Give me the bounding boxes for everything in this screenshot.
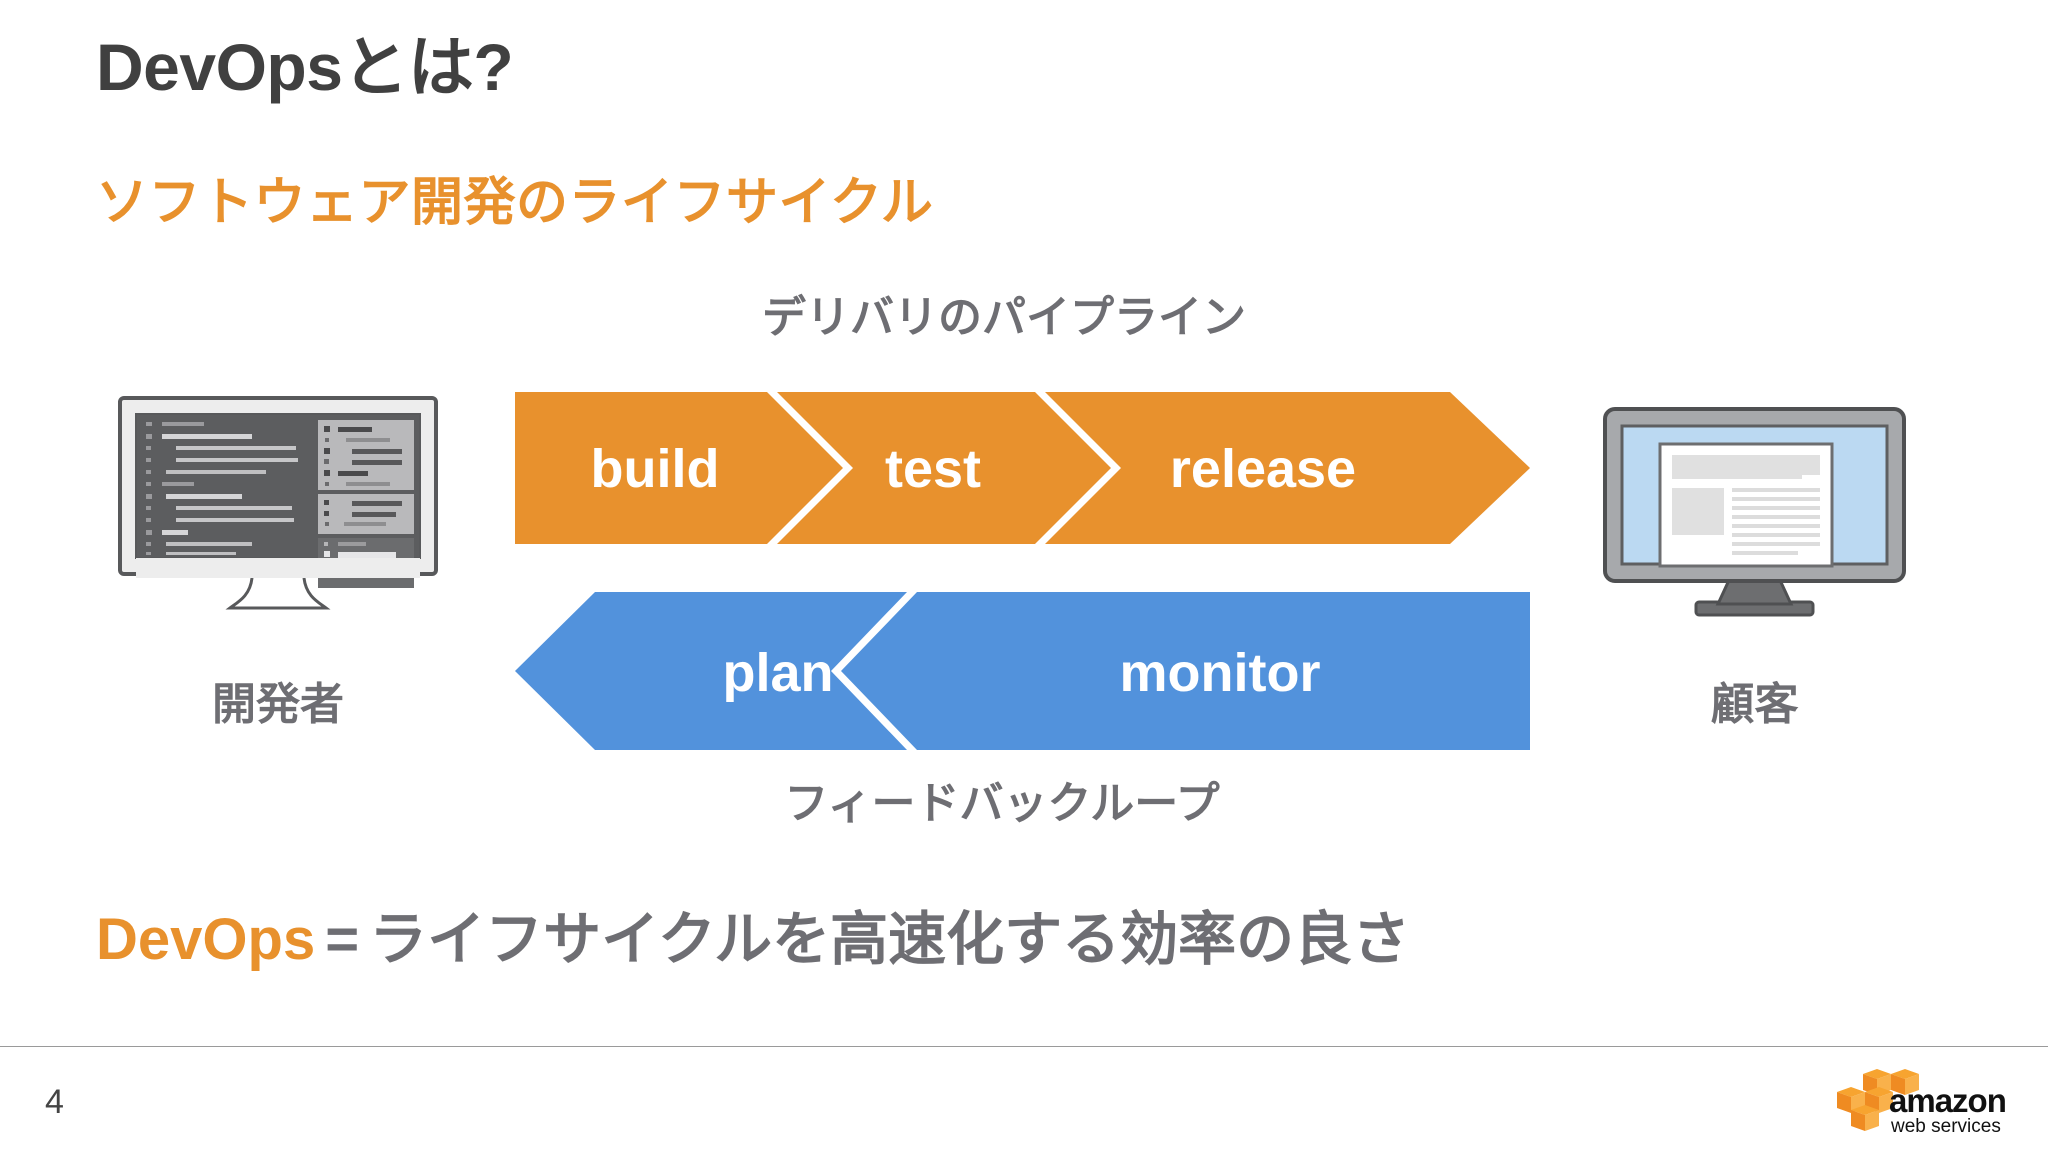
pipeline-stage-build[interactable]: build — [591, 439, 720, 499]
customer-label: 顧客 — [1710, 680, 1799, 729]
summary-text: ライフサイクルを高速化する効率の良さ — [369, 907, 1411, 972]
developer-label: 開発者 — [212, 680, 344, 729]
aws-logo-amazon-text: amazon — [1889, 1082, 2006, 1119]
feedback-caption-text: フィードバックループ — [784, 779, 1220, 828]
page-number: 4 — [45, 1083, 64, 1121]
feedback-stage-monitor[interactable]: monitor — [1120, 643, 1321, 703]
pipeline-stage-test[interactable]: test — [885, 439, 981, 499]
pipeline-stage-release[interactable]: release — [1170, 439, 1356, 499]
summary-equals: = — [325, 907, 360, 972]
delivery-pipeline-arrow — [515, 392, 1530, 544]
summary-keyword: DevOps — [96, 907, 316, 972]
pipeline-caption: デリバリのパイプライン — [0, 281, 2048, 345]
feedback-labels-layer: plan monitor — [722, 643, 1321, 703]
summary-statement: DevOps=ライフサイクルを高速化する効率の良さ — [96, 908, 1410, 972]
customer-monitor-icon — [1603, 407, 1906, 617]
pipeline-caption-text: デリバリのパイプライン — [762, 293, 1246, 342]
feedback-caption: フィードバックループ — [0, 767, 2048, 831]
page-subtitle: ソフトウェア開発のライフサイクル — [96, 174, 934, 232]
footer-divider — [0, 1046, 2048, 1047]
developer-monitor-icon — [118, 396, 438, 610]
aws-logo: amazon web services — [1837, 1069, 2007, 1137]
feedback-loop-arrow — [515, 592, 1530, 750]
aws-logo-webservices-text: web services — [1890, 1116, 2001, 1137]
page-title: DevOpsとは? — [96, 30, 514, 104]
feedback-stage-plan[interactable]: plan — [722, 643, 833, 703]
pipeline-labels-layer: build test release — [591, 439, 1357, 499]
